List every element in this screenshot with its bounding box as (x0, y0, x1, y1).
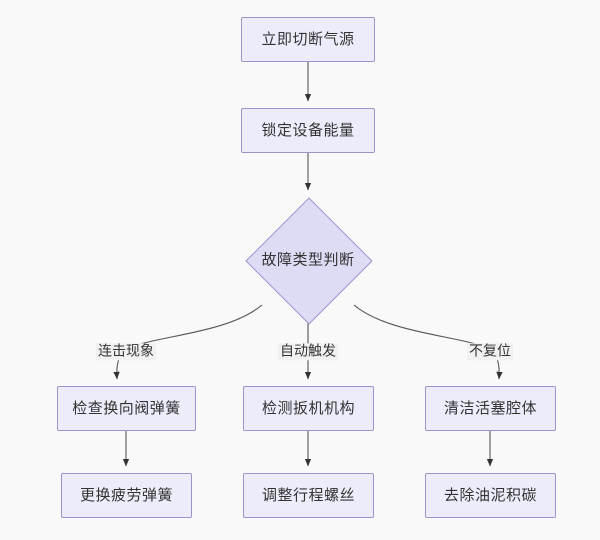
node-label: 去除油泥积碳 (443, 486, 537, 504)
node-adjust-stroke-screw[interactable]: 调整行程螺丝 (243, 473, 374, 518)
edge-n3-n4 (113, 304, 263, 380)
edge-label-repeat-fire: 连击现象 (96, 343, 156, 361)
node-lock-equipment-energy[interactable]: 锁定设备能量 (241, 108, 375, 153)
node-remove-sludge-carbon[interactable]: 去除油泥积碳 (425, 473, 556, 518)
edge-label-auto-trigger: 自动触发 (278, 343, 338, 361)
node-check-reversing-valve-spring[interactable]: 检查换向阀弹簧 (57, 386, 196, 431)
node-label: 调整行程螺丝 (261, 486, 355, 504)
node-label: 更换疲劳弹簧 (79, 486, 173, 504)
edge-label-text: 连击现象 (98, 343, 154, 360)
node-label: 清洁活塞腔体 (443, 399, 537, 417)
edge-label-text: 自动触发 (280, 343, 336, 360)
edge-n3-n6 (353, 304, 503, 380)
node-inspect-trigger-mechanism[interactable]: 检测扳机机构 (243, 386, 374, 431)
node-label: 故障类型判断 (261, 250, 355, 269)
node-label: 锁定设备能量 (261, 121, 355, 139)
node-label: 检测扳机机构 (261, 399, 355, 417)
edge-label-text: 不复位 (469, 343, 511, 360)
node-label: 检查换向阀弹簧 (72, 399, 181, 417)
edge-label-no-reset: 不复位 (467, 343, 513, 361)
node-label: 立即切断气源 (261, 30, 355, 48)
node-cut-gas-supply[interactable]: 立即切断气源 (241, 17, 375, 62)
node-clean-piston-chamber[interactable]: 清洁活塞腔体 (425, 386, 556, 431)
node-fault-type-decision[interactable]: 故障类型判断 (245, 197, 373, 325)
node-replace-fatigued-spring[interactable]: 更换疲劳弹簧 (61, 473, 192, 518)
